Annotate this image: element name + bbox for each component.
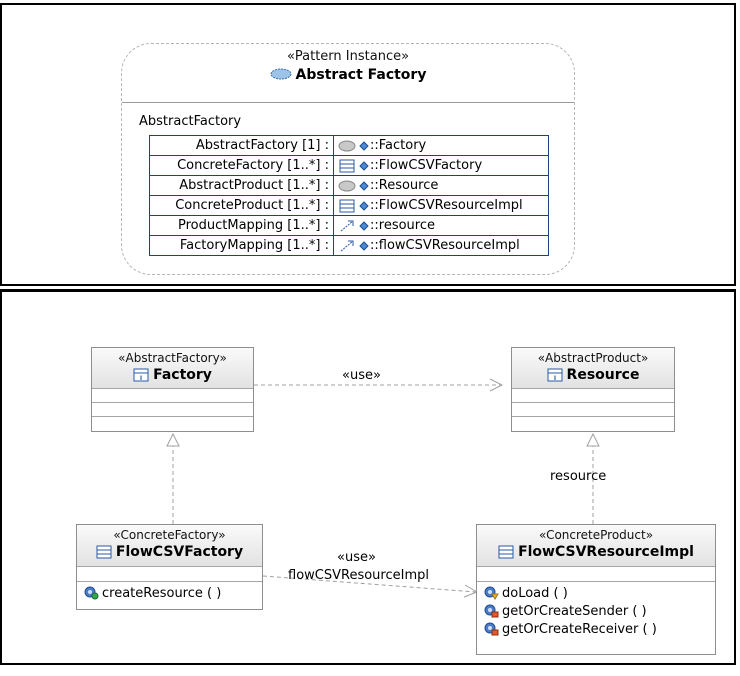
- use-dependency-line-2[interactable]: [262, 575, 477, 593]
- pattern-divider: [122, 102, 574, 103]
- dependency-icon: [338, 238, 370, 253]
- private-operation-icon: [484, 604, 499, 618]
- parameter-label: AbstractProduct [1..*] :: [149, 175, 334, 196]
- class-diagram-panel: «use» resource «use» flowCSVResourceImpl…: [0, 289, 736, 665]
- svg-text:I: I: [140, 375, 142, 382]
- pattern-name: Abstract Factory: [295, 67, 427, 83]
- class-flowcsvfactory[interactable]: «ConcreteFactory» FlowCSVFactory createR…: [76, 524, 263, 610]
- class-icon: [338, 158, 370, 173]
- operation-createresource[interactable]: createResource ( ): [77, 584, 262, 602]
- resource-operations: [512, 403, 674, 417]
- parameter-label: ProductMapping [1..*] :: [149, 215, 334, 236]
- interface-icon: [338, 178, 370, 193]
- pattern-section-title: AbstractFactory: [139, 114, 242, 129]
- flowcsvresourceimpl-attributes: [477, 567, 715, 582]
- flowcsvfactory-attributes: [77, 567, 262, 582]
- factory-attributes: [92, 389, 253, 403]
- parameter-value-text: ::Resource: [370, 178, 439, 193]
- flowcsvfactory-name: FlowCSVFactory: [115, 544, 244, 560]
- resource-attributes: [512, 389, 674, 403]
- parameter-label: AbstractFactory [1] :: [149, 135, 334, 156]
- flowcsvresourceimpl-operations: doLoad ( ) getOrCreateSender ( ) getOrCr…: [477, 582, 715, 638]
- dependency-icon: [338, 218, 370, 233]
- pattern-panel: «Pattern Instance» Abstract Factory Abst…: [0, 3, 736, 286]
- class-icon: [96, 545, 112, 559]
- parameter-value-text: ::resource: [370, 218, 435, 233]
- private-operation-icon: [484, 622, 499, 636]
- use-label-top: «use»: [342, 368, 381, 383]
- flowcsvresourceimpl-stereotype: «ConcreteProduct»: [538, 528, 654, 542]
- parameter-row[interactable]: FactoryMapping [1..*] :::flowCSVResource…: [149, 235, 549, 256]
- parameter-value-text: ::flowCSVResourceImpl: [370, 238, 520, 253]
- class-icon: [338, 198, 370, 213]
- factory-stereotype: «AbstractFactory»: [118, 351, 227, 365]
- resource-stereotype: «AbstractProduct»: [537, 351, 649, 365]
- realization-label: resource: [550, 469, 607, 484]
- interface-icon: [338, 138, 370, 153]
- flowcsvfactory-operations: createResource ( ): [77, 582, 262, 602]
- factory-operations: [92, 403, 253, 417]
- parameter-row[interactable]: AbstractProduct [1..*] :::Resource: [149, 175, 549, 196]
- flowcsvresourceimpl-name: FlowCSVResourceImpl: [518, 544, 694, 560]
- parameter-value[interactable]: ::Resource: [333, 175, 549, 196]
- class-flowcsvresourceimpl[interactable]: «ConcreteProduct» FlowCSVResourceImpl do…: [476, 524, 716, 655]
- resource-title: I Resource: [512, 366, 674, 384]
- operation-icon: [84, 586, 99, 600]
- class-icon: [498, 545, 514, 559]
- use-name-label: flowCSVResourceImpl: [288, 568, 429, 583]
- parameter-value[interactable]: ::FlowCSVResourceImpl: [333, 195, 549, 216]
- protected-operation-icon: [484, 586, 499, 600]
- interface-icon: I: [133, 368, 149, 382]
- class-factory[interactable]: «AbstractFactory» I Factory: [91, 347, 254, 432]
- flowcsvfactory-stereotype: «ConcreteFactory»: [113, 528, 226, 542]
- use-label-bottom: «use»: [337, 550, 376, 565]
- operation-getorcreatereceiver[interactable]: getOrCreateReceiver ( ): [477, 620, 715, 638]
- flowcsvfactory-title: FlowCSVFactory: [77, 543, 262, 561]
- operation-doload[interactable]: doLoad ( ): [477, 584, 715, 602]
- realization-arrowhead-factory: [166, 432, 180, 447]
- factory-title: I Factory: [92, 366, 253, 384]
- resource-name: Resource: [566, 367, 640, 383]
- parameter-value[interactable]: ::resource: [333, 215, 549, 236]
- parameter-row[interactable]: ConcreteFactory [1..*] :::FlowCSVFactory: [149, 155, 549, 176]
- pattern-stereotype: «Pattern Instance»: [286, 49, 410, 64]
- pattern-instance-box[interactable]: «Pattern Instance» Abstract Factory Abst…: [121, 43, 575, 275]
- class-resource[interactable]: «AbstractProduct» I Resource: [511, 347, 675, 432]
- parameter-row[interactable]: AbstractFactory [1] :::Factory: [149, 135, 549, 156]
- factory-name: Factory: [153, 367, 212, 383]
- realization-arrowhead-resource: [586, 432, 600, 447]
- parameter-row[interactable]: ProductMapping [1..*] :::resource: [149, 215, 549, 236]
- parameter-label: ConcreteProduct [1..*] :: [149, 195, 334, 216]
- parameter-value[interactable]: ::FlowCSVFactory: [333, 155, 549, 176]
- parameter-row[interactable]: ConcreteProduct [1..*] :::FlowCSVResourc…: [149, 195, 549, 216]
- operation-getorcreatesender[interactable]: getOrCreateSender ( ): [477, 602, 715, 620]
- collaboration-icon: [270, 68, 292, 80]
- pattern-title: Abstract Factory: [122, 67, 574, 83]
- use-arrowhead: [489, 378, 504, 392]
- parameter-value-text: ::FlowCSVFactory: [370, 158, 483, 173]
- flowcsvresourceimpl-title: FlowCSVResourceImpl: [477, 543, 715, 561]
- parameter-value[interactable]: ::Factory: [333, 135, 549, 156]
- parameter-value-text: ::Factory: [370, 138, 427, 153]
- svg-text:I: I: [553, 375, 555, 382]
- parameter-label: FactoryMapping [1..*] :: [149, 235, 334, 256]
- parameter-value[interactable]: ::flowCSVResourceImpl: [333, 235, 549, 256]
- parameter-label: ConcreteFactory [1..*] :: [149, 155, 334, 176]
- interface-icon: I: [547, 368, 563, 382]
- parameter-value-text: ::FlowCSVResourceImpl: [370, 198, 523, 213]
